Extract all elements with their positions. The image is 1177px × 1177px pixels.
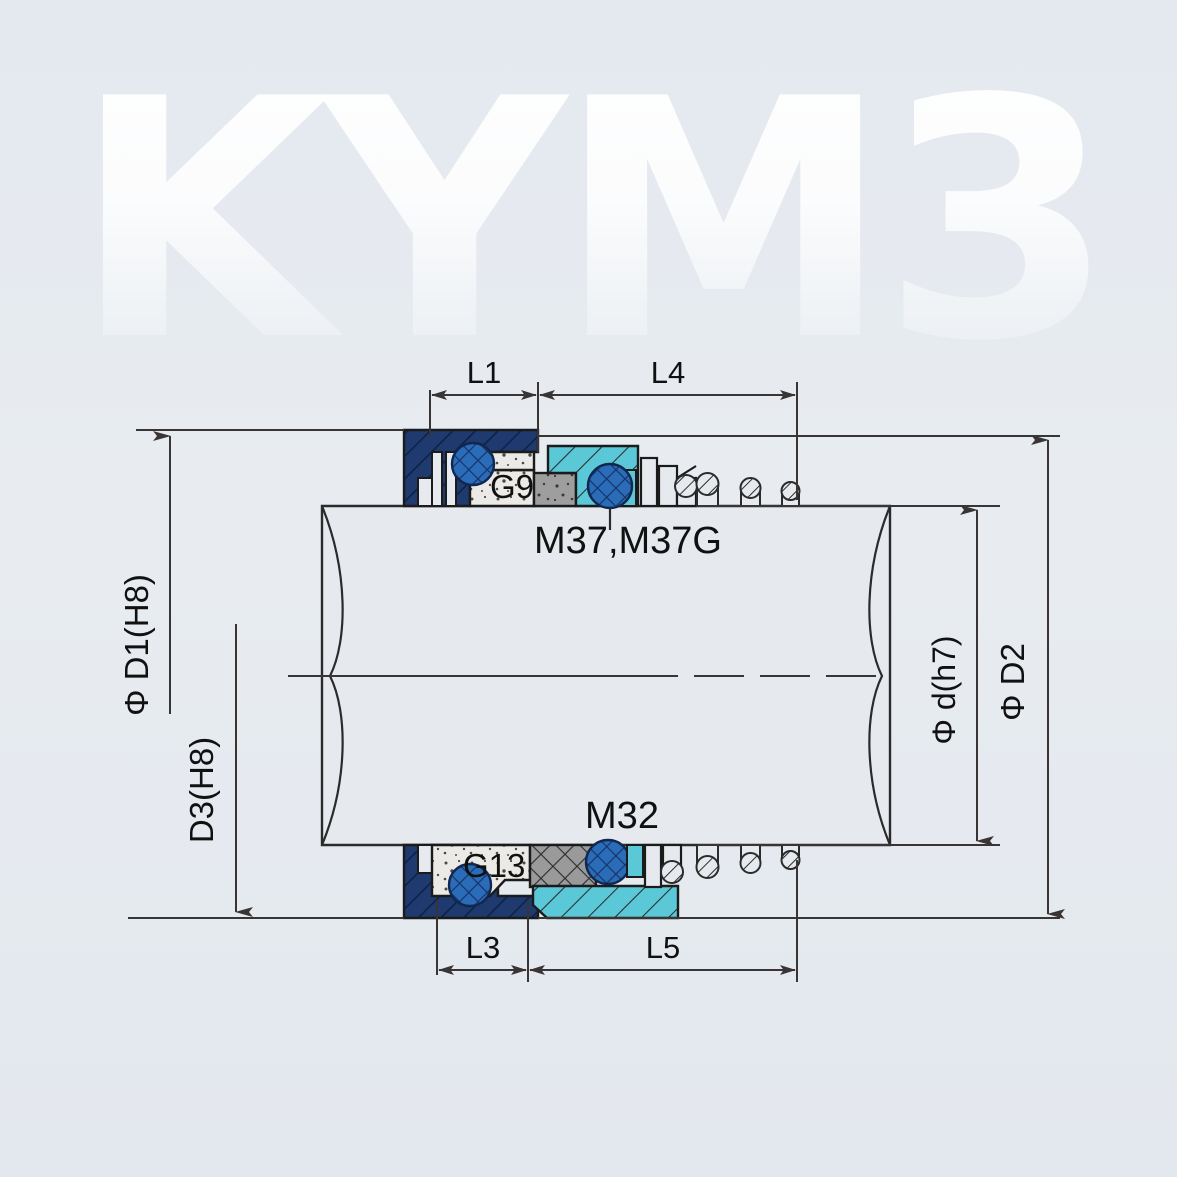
dim-label-L4: L4 [651, 355, 685, 390]
left-dimensions [128, 429, 404, 919]
right-dimensions [960, 435, 1065, 919]
lower-seat-oring [447, 862, 493, 908]
dim-label-L5: L5 [646, 930, 680, 965]
dim-label-D3: D3(H8) [183, 737, 220, 843]
lower-holder-step [626, 844, 644, 878]
dim-label-L3: L3 [466, 930, 500, 965]
upper-springs [695, 472, 801, 507]
lower-set-screw [660, 860, 684, 884]
label-upper-assembly: M37,M37G [534, 520, 722, 562]
label-lower-seat: G13 [463, 847, 525, 884]
dim-label-L1: L1 [467, 355, 501, 390]
lower-dynamic-oring [584, 838, 632, 886]
part-label-group: G9 G13 M37,M37G M32 [463, 468, 722, 884]
lower-seal-assembly [402, 838, 1060, 920]
label-upper-seat: G9 [490, 468, 534, 505]
lower-rotary-holder [531, 884, 680, 920]
label-lower-assembly: M32 [585, 795, 659, 837]
bottom-dimensions [436, 860, 798, 982]
lower-packing [528, 843, 598, 889]
lower-springs [695, 844, 801, 879]
upper-seat-oring [450, 441, 496, 487]
top-dimensions [429, 382, 798, 500]
upper-set-screw [674, 474, 698, 498]
dim-label-d: Φ d(h7) [926, 635, 962, 744]
watermark-text: KYM3 [72, 29, 1105, 413]
upper-seal-assembly [402, 428, 1060, 510]
dim-label-D2: Φ D2 [994, 643, 1031, 721]
dim-label-D1: Φ D1(H8) [118, 574, 155, 716]
upper-rotary-face [532, 471, 578, 508]
lower-drive-collar-a [643, 843, 663, 889]
upper-dynamic-oring [586, 462, 634, 510]
upper-drive-collar-a [639, 456, 659, 508]
